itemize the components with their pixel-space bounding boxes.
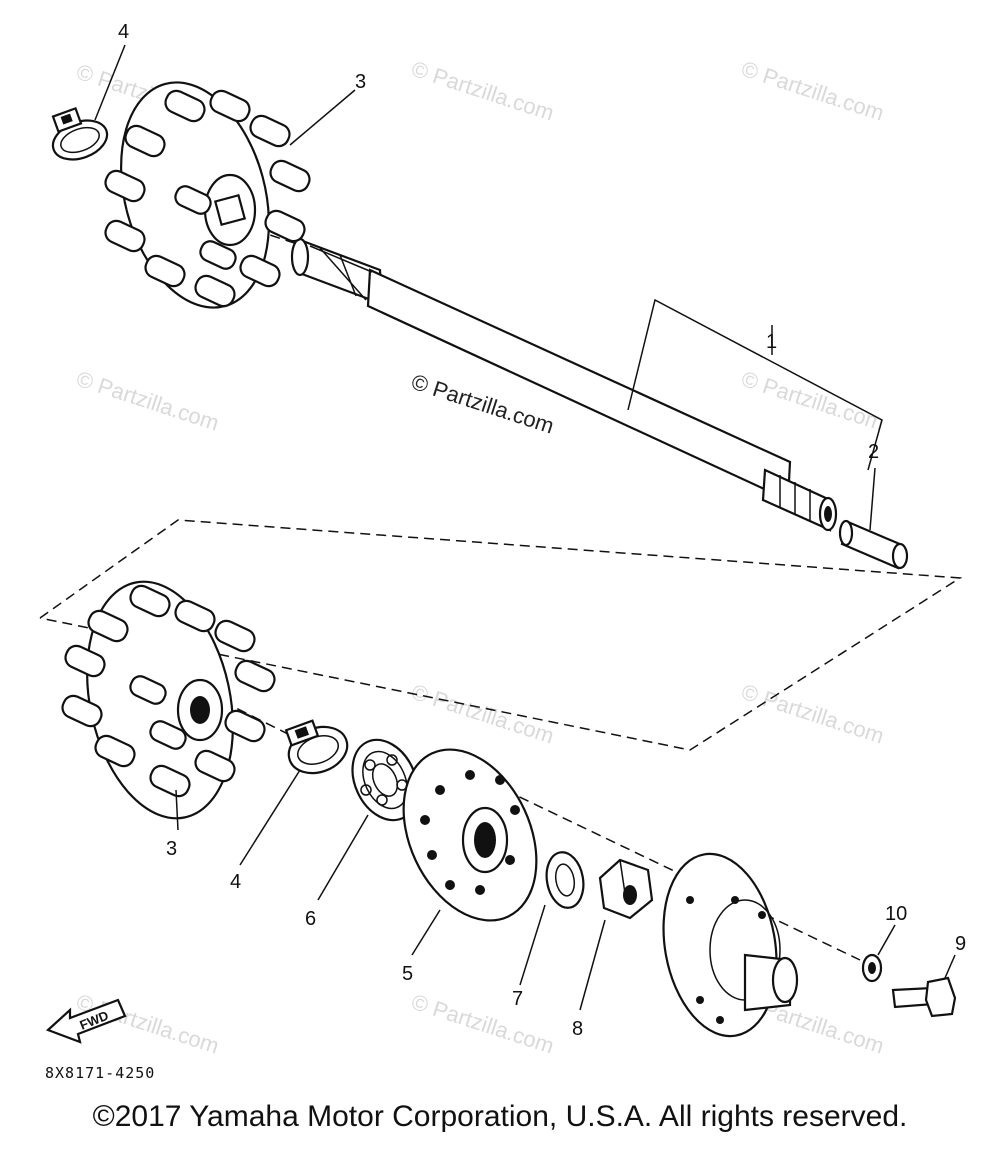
callout-bracket-1 [627, 298, 883, 471]
watermark: © Partzilla.com [738, 679, 887, 749]
lock-washer [861, 953, 883, 983]
clamp-lower [284, 719, 349, 775]
bearing [351, 738, 419, 822]
leader-lines [94, 44, 956, 1011]
washer [545, 851, 585, 909]
watermark: © Partzilla.com [408, 989, 557, 1059]
watermark: © Partzilla.com [73, 366, 222, 436]
copyright-notice: ©2017 Yamaha Motor Corporation, U.S.A. A… [92, 1100, 908, 1133]
watermark: © Partzilla.com [408, 56, 557, 126]
callout-labels: 4 3 1 2 3 4 6 5 7 8 9 10 [118, 21, 966, 1040]
callout-plate: 5 [402, 963, 413, 985]
callout-lock-washer: 10 [885, 903, 907, 925]
callout-bearing: 6 [305, 908, 316, 930]
drive-shaft [290, 237, 838, 532]
callout-bolt: 9 [955, 933, 966, 955]
callout-washer: 7 [512, 988, 523, 1010]
sprocket-lower [61, 580, 276, 820]
sprocket-upper [104, 81, 311, 309]
callout-clamp-lower: 4 [230, 871, 241, 893]
callout-nut: 8 [572, 1018, 583, 1040]
diagram-code: 8X8171-4250 [45, 1064, 155, 1082]
callout-shaft: 1 [766, 331, 777, 353]
drive-hub [662, 852, 799, 1038]
callout-sprocket-lower: 3 [166, 838, 177, 860]
bolt [891, 976, 957, 1018]
clamp-upper [51, 106, 109, 161]
watermark: © Partzilla.com [738, 366, 887, 436]
callout-sprocket-upper: 3 [355, 71, 366, 93]
callout-clamp-upper: 4 [118, 21, 129, 43]
callout-pin: 2 [868, 441, 879, 463]
shaft-pin [838, 519, 909, 570]
hex-nut [598, 858, 654, 920]
watermark: © Partzilla.com [408, 679, 557, 749]
watermark: © Partzilla.com [738, 56, 887, 126]
flange-plate [402, 748, 538, 922]
